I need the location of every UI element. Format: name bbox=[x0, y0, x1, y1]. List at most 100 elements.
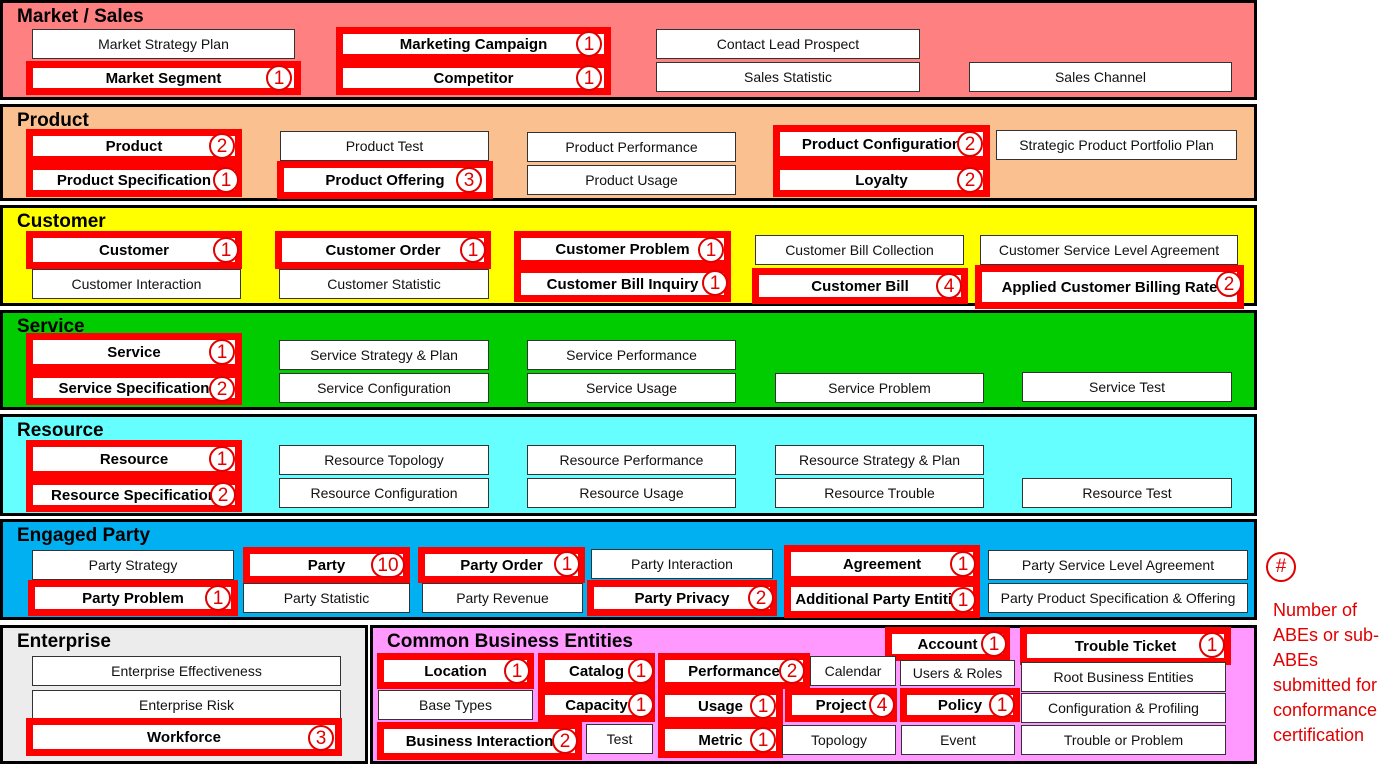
abe-count-badge: 2 bbox=[779, 658, 805, 684]
abe-count-badge: 3 bbox=[308, 725, 334, 751]
abe-count-badge: 1 bbox=[460, 237, 486, 263]
abe-users-and-roles: Users & Roles bbox=[900, 660, 1015, 686]
abe-sales-statistic: Sales Statistic bbox=[656, 62, 920, 92]
abe-resource-trouble: Resource Trouble bbox=[775, 478, 984, 508]
abe-resource-performance: Resource Performance bbox=[527, 445, 736, 475]
abe-label: Location bbox=[384, 660, 527, 682]
abe-product-test: Product Test bbox=[280, 131, 489, 161]
abe-count-badge: 1 bbox=[504, 658, 530, 684]
abe-party-problem-highlighted: Party Problem bbox=[28, 580, 238, 616]
abe-workforce-highlighted: Workforce bbox=[26, 718, 342, 756]
abe-label: Product Configuration bbox=[780, 132, 983, 156]
legend-description: Number of ABEs or sub-ABEs submitted for… bbox=[1273, 600, 1380, 745]
abe-count-badge: 1 bbox=[209, 339, 235, 365]
abe-resource-test: Resource Test bbox=[1022, 478, 1232, 508]
abe-service-configuration: Service Configuration bbox=[279, 373, 489, 403]
abe-count-badge: 1 bbox=[628, 692, 654, 718]
abe-label: Marketing Campaign bbox=[343, 34, 604, 54]
abe-customer-bill-highlighted: Customer Bill bbox=[752, 268, 968, 304]
abe-count-badge: 3 bbox=[456, 167, 482, 193]
abe-label: Service Specification bbox=[33, 378, 235, 398]
abe-count-badge: 1 bbox=[950, 587, 976, 613]
abe-customer-highlighted: Customer bbox=[26, 231, 242, 269]
abe-market-strategy-plan: Market Strategy Plan bbox=[32, 29, 295, 59]
abe-count-badge: 1 bbox=[750, 727, 776, 753]
abe-label: Capacity bbox=[545, 695, 648, 715]
abe-label: Performance bbox=[665, 660, 803, 682]
domain-title: Common Business Entities bbox=[387, 631, 633, 652]
abe-test: Test bbox=[586, 724, 653, 754]
abe-enterprise-risk: Enterprise Risk bbox=[32, 690, 341, 720]
abe-catalog-highlighted: Catalog bbox=[538, 653, 655, 689]
abe-strategic-product-portfolio-plan: Strategic Product Portfolio Plan bbox=[996, 130, 1237, 160]
abe-count-badge: 1 bbox=[266, 65, 292, 91]
abe-contact-lead-prospect: Contact Lead Prospect bbox=[656, 29, 920, 59]
abe-service-performance: Service Performance bbox=[527, 340, 736, 370]
abe-label: Resource Specification bbox=[33, 485, 235, 505]
abe-count-badge: 2 bbox=[957, 167, 983, 193]
abe-label: Usage bbox=[665, 695, 776, 717]
abe-base-types: Base Types bbox=[378, 690, 533, 720]
abe-count-badge: 4 bbox=[936, 273, 962, 299]
abe-resource-highlighted: Resource bbox=[26, 440, 242, 478]
abe-product-highlighted: Product bbox=[26, 129, 242, 163]
abe-customer-service-level-agreement: Customer Service Level Agreement bbox=[980, 235, 1238, 265]
abe-product-configuration-highlighted: Product Configuration bbox=[773, 125, 990, 163]
abe-count-badge: 4 bbox=[869, 692, 895, 718]
abe-resource-specification-highlighted: Resource Specification bbox=[26, 478, 242, 512]
abe-competitor-highlighted: Competitor bbox=[336, 61, 611, 95]
abe-product-usage: Product Usage bbox=[527, 165, 736, 195]
abe-count-badge: 1 bbox=[698, 237, 724, 263]
abe-product-performance: Product Performance bbox=[527, 132, 736, 162]
abe-count-badge: 1 bbox=[213, 237, 239, 263]
domain-title: Customer bbox=[17, 211, 106, 232]
domain-title: Enterprise bbox=[17, 631, 111, 652]
abe-party-interaction: Party Interaction bbox=[591, 549, 773, 579]
abe-product-specification-highlighted: Product Specification bbox=[26, 163, 242, 197]
abe-label: Competitor bbox=[343, 68, 604, 88]
abe-label: Policy bbox=[907, 695, 1013, 715]
abe-label: Party Problem bbox=[35, 587, 231, 609]
abe-service-problem: Service Problem bbox=[775, 373, 984, 403]
abe-marketing-campaign-highlighted: Marketing Campaign bbox=[336, 27, 611, 61]
abe-label: Customer Problem bbox=[521, 238, 724, 260]
domain-title: Service bbox=[17, 316, 85, 337]
abe-customer-interaction: Customer Interaction bbox=[32, 269, 241, 299]
abe-party-revenue: Party Revenue bbox=[422, 583, 583, 613]
abe-label: Product bbox=[33, 136, 235, 156]
abe-business-interaction-highlighted: Business Interaction bbox=[377, 722, 582, 760]
abe-additional-party-entities-highlighted: Additional Party Entities bbox=[784, 580, 980, 618]
abe-party-strategy: Party Strategy bbox=[32, 550, 234, 580]
abe-customer-order-highlighted: Customer Order bbox=[275, 231, 491, 269]
abe-count-badge: 1 bbox=[1199, 632, 1225, 658]
domain-title: Market / Sales bbox=[17, 6, 144, 27]
abe-loyalty-highlighted: Loyalty bbox=[773, 163, 990, 197]
abe-service-test: Service Test bbox=[1022, 372, 1232, 402]
abe-count-badge: 1 bbox=[702, 270, 728, 296]
abe-configuration-and-profiling: Configuration & Profiling bbox=[1021, 693, 1226, 723]
abe-count-badge: 1 bbox=[213, 167, 239, 193]
abe-label: Party Privacy bbox=[594, 587, 770, 609]
abe-label: Additional Party Entities bbox=[791, 587, 973, 611]
abe-label: Market Segment bbox=[33, 68, 294, 88]
abe-label: Workforce bbox=[33, 725, 335, 749]
abe-label: Business Interaction bbox=[384, 729, 575, 753]
abe-applied-customer-billing-rate-highlighted: Applied Customer Billing Rate bbox=[975, 265, 1244, 309]
abe-count-badge: 1 bbox=[209, 446, 235, 472]
abe-agreement-highlighted: Agreement bbox=[784, 545, 980, 583]
abe-root-business-entities: Root Business Entities bbox=[1021, 662, 1226, 692]
abe-resource-usage: Resource Usage bbox=[527, 478, 736, 508]
abe-count-badge: 1 bbox=[576, 31, 602, 57]
abe-service-usage: Service Usage bbox=[527, 373, 736, 403]
abe-party-product-specification-and-offering: Party Product Specification & Offering bbox=[988, 583, 1248, 613]
abe-customer-problem-highlighted: Customer Problem bbox=[514, 231, 731, 267]
abe-label: Customer Bill Inquiry bbox=[521, 273, 724, 295]
abe-count-badge: 2 bbox=[552, 728, 578, 754]
abe-label: Metric bbox=[665, 729, 776, 751]
abe-calendar: Calendar bbox=[810, 656, 896, 686]
abe-event: Event bbox=[901, 725, 1015, 755]
abe-count-badge: 1 bbox=[554, 551, 580, 577]
abe-trouble-or-problem: Trouble or Problem bbox=[1021, 725, 1226, 755]
legend-count-symbol: # bbox=[1266, 552, 1296, 582]
abe-count-badge: 2 bbox=[209, 133, 235, 159]
